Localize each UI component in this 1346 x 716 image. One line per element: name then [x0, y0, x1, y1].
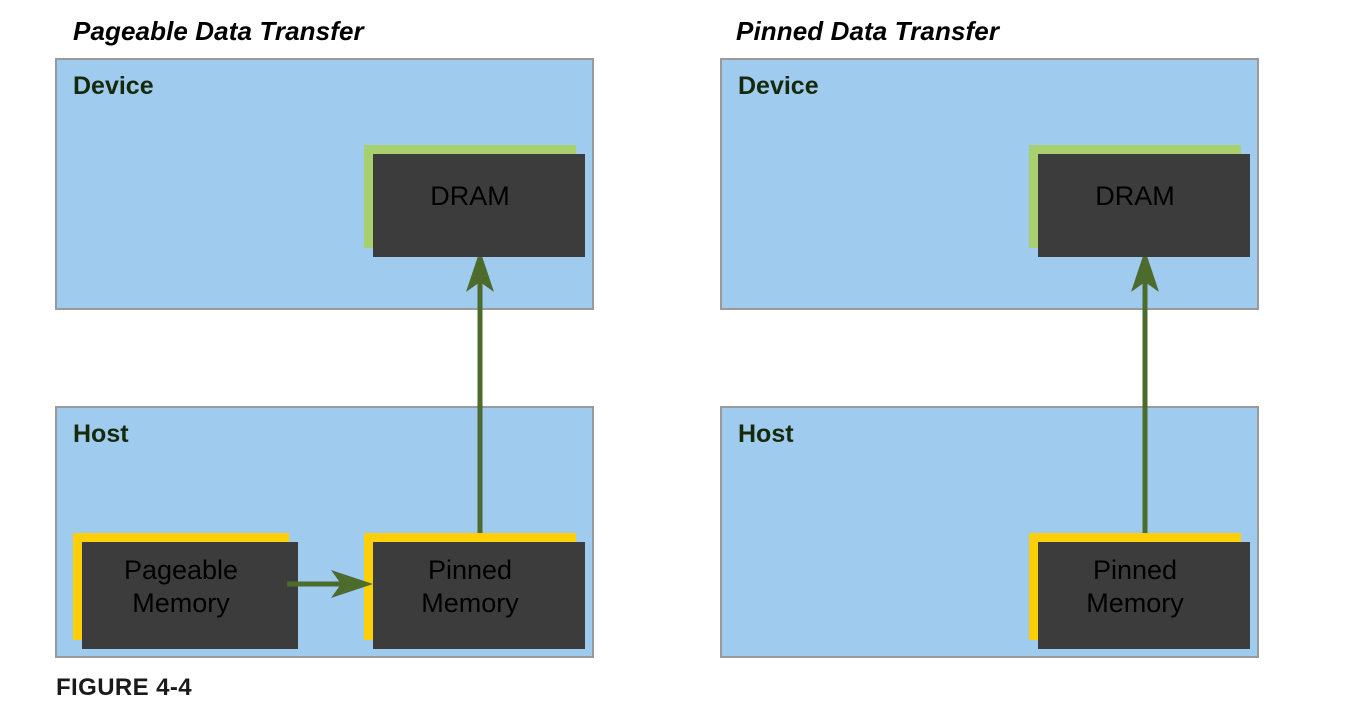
- pinned-memory-label: Pinned Memory: [415, 554, 525, 620]
- dram-block-pageable: DRAM: [364, 145, 585, 257]
- pinned-memory-block-pinned: Pinned Memory: [1029, 533, 1250, 649]
- panel-title-pageable: Pageable Data Transfer: [73, 16, 364, 46]
- dram-block-label: DRAM: [430, 181, 510, 212]
- arrow-pinned-to-dram-pageable: [466, 250, 494, 548]
- pinned-memory-line2: Memory: [421, 587, 519, 618]
- dram-block-label: DRAM: [1095, 181, 1175, 212]
- pinned-memory-label: Pinned Memory: [1080, 554, 1190, 620]
- dram-block-pinned: DRAM: [1029, 145, 1250, 257]
- device-label-pageable: Device: [73, 72, 154, 100]
- pageable-memory-block: Pageable Memory: [73, 533, 298, 649]
- host-label-pinned: Host: [738, 420, 794, 448]
- pageable-memory-label: Pageable Memory: [118, 554, 244, 620]
- host-label-pageable: Host: [73, 420, 129, 448]
- pageable-memory-line1: Pageable: [123, 554, 239, 585]
- panel-title-pinned: Pinned Data Transfer: [736, 16, 1000, 46]
- pinned-memory-line1: Pinned: [1092, 554, 1178, 585]
- pinned-memory-line1: Pinned: [427, 554, 513, 585]
- pinned-memory-block-pageable: Pinned Memory: [364, 533, 585, 649]
- pinned-memory-line2: Memory: [1086, 587, 1184, 618]
- figure-caption: FIGURE 4-4: [56, 674, 193, 701]
- device-label-pinned: Device: [738, 72, 819, 100]
- arrow-pinned-to-dram-pinned: [1131, 250, 1159, 548]
- pageable-memory-line2: Memory: [132, 587, 230, 618]
- arrow-pageable-to-pinned: [287, 570, 373, 598]
